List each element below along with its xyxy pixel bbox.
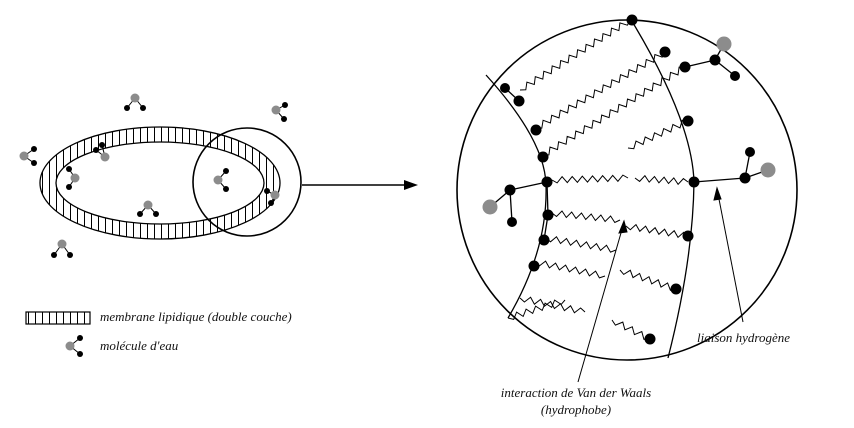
legend-membrane-label: membrane lipidique (double couche) (100, 309, 292, 324)
lipid-tail (507, 299, 566, 320)
water-oxygen (760, 162, 776, 178)
legend-water-label: molécule d'eau (100, 338, 179, 353)
zoom-arrow (302, 180, 418, 190)
lipid-chains (507, 19, 689, 340)
water-molecules (19, 93, 288, 258)
water-molecule (271, 102, 288, 122)
van-der-waals-label: interaction de Van der Waals (500, 385, 652, 400)
lipid-head-groups (504, 14, 751, 345)
zoom-circle-small (192, 127, 302, 237)
water-molecule (19, 146, 37, 166)
water-oxygen (716, 36, 732, 52)
water-molecule (51, 239, 73, 258)
lipid-tail (545, 236, 617, 253)
water-molecule (137, 200, 159, 217)
lipid-tail (519, 19, 631, 91)
liposome-membrane (39, 126, 281, 240)
lipid-tail (542, 66, 686, 156)
membrane-inner-boundary (485, 74, 547, 319)
lipid-tail (625, 223, 689, 239)
lipid-tail (619, 269, 677, 291)
water-molecule (93, 142, 110, 162)
lipid-tail (535, 51, 666, 129)
lipid-tail (534, 260, 606, 279)
lipid-tail (551, 210, 621, 224)
hydrophobe-label: (hydrophobe) (540, 402, 612, 417)
hydrogen-bond-label: liaison hydrogène (697, 330, 791, 345)
water-molecule (124, 93, 146, 111)
water-oxygen (482, 199, 498, 215)
lipid-heads (487, 43, 769, 241)
annotation-arrows (577, 186, 744, 383)
water-molecule (213, 168, 229, 192)
legend-membrane-symbol (25, 311, 91, 325)
lipid-tail (611, 319, 651, 340)
lipid-tail (519, 296, 586, 314)
lipid-tail (551, 174, 629, 184)
water-molecule (66, 166, 80, 190)
lipid-tail (634, 174, 689, 186)
lipid-tail (627, 119, 689, 150)
water-molecules-magnified (482, 36, 776, 227)
legend-water-symbol (65, 335, 83, 357)
water-molecule (264, 188, 280, 206)
